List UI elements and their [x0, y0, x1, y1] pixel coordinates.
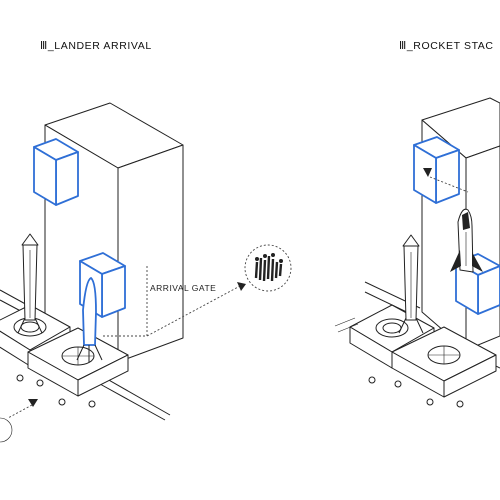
launch-pad-right-2	[391, 326, 497, 408]
panel-title-lander-arrival: Ⅲ_LANDER ARRIVAL	[40, 40, 152, 52]
booster-right	[398, 234, 424, 334]
launch-pad-left-2	[27, 327, 129, 408]
left-panel	[0, 102, 292, 443]
arrow-down-icon-right	[423, 168, 432, 177]
blue-module-upper-right	[413, 136, 460, 204]
arrival-gate-label: ARRIVAL GATE	[150, 283, 216, 293]
booster-left	[17, 233, 43, 334]
right-panel	[334, 97, 500, 408]
blue-module-upper-left	[33, 138, 79, 206]
rocket-stack	[450, 208, 483, 273]
partial-circle-left	[0, 417, 13, 443]
departure-arrow-left	[7, 399, 38, 419]
sketch-marks-right	[334, 317, 359, 333]
lander-vehicle	[76, 276, 103, 362]
tower-building-left	[44, 102, 184, 363]
arrival-path	[103, 266, 246, 337]
arrow-down-icon	[28, 399, 38, 407]
stack-arrow	[423, 168, 469, 193]
crowd-icon	[244, 244, 292, 292]
panel-title-rocket-stack: Ⅲ_ROCKET STAC	[399, 40, 494, 52]
